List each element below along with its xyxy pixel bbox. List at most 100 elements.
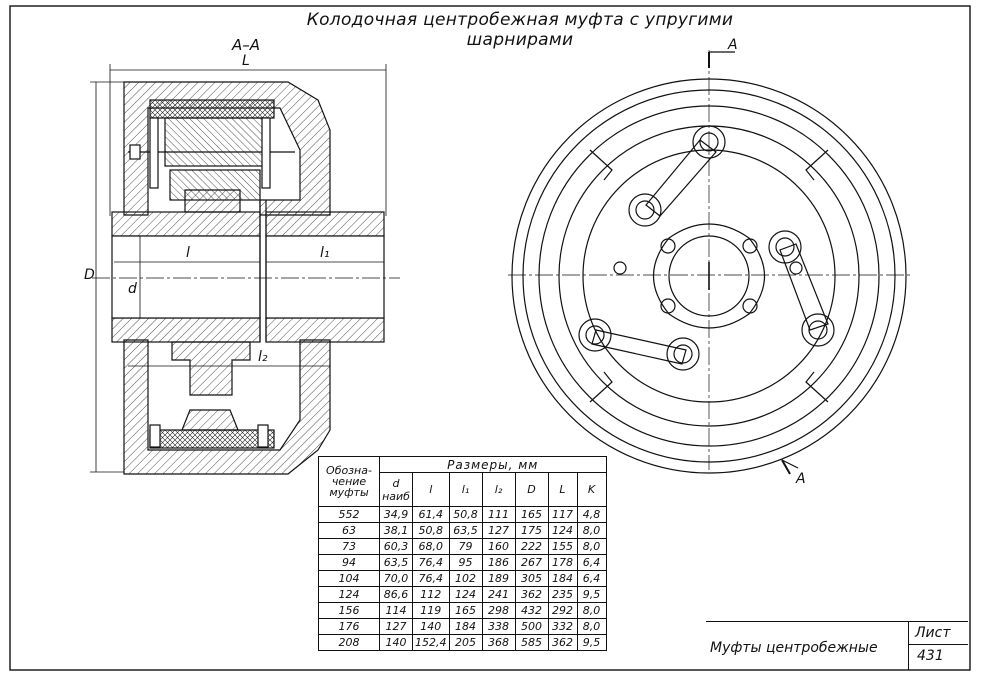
table-cell: 76,4 xyxy=(412,570,450,587)
table-cell: 8,0 xyxy=(576,538,607,555)
table-cell: 165 xyxy=(514,506,549,523)
table-cell: 124 xyxy=(547,522,578,539)
table-cell: 332 xyxy=(547,618,578,635)
column-header-l2: l₂ xyxy=(481,472,516,507)
table-cell: 175 xyxy=(514,522,549,539)
table-cell: 63,5 xyxy=(448,522,483,539)
coupling-designation-cell: 552 xyxy=(318,506,380,523)
table-cell: 34,9 xyxy=(379,506,413,523)
table-cell: 95 xyxy=(448,554,483,571)
cut-mark-bottom-label: А xyxy=(796,471,806,487)
table-cell: 305 xyxy=(514,570,549,587)
table-cell: 298 xyxy=(481,602,516,619)
table-cell: 222 xyxy=(514,538,549,555)
end-view xyxy=(511,78,907,474)
section-label: А–А xyxy=(232,36,261,54)
dimension-label-l1: l₁ xyxy=(320,245,330,261)
table-cell: 160 xyxy=(481,538,516,555)
coupling-designation-cell: 124 xyxy=(318,586,380,603)
table-header-name: Обозна- чение муфты xyxy=(318,456,380,507)
table-cell: 165 xyxy=(448,602,483,619)
table-cell: 117 xyxy=(547,506,578,523)
table-cell: 127 xyxy=(379,618,413,635)
table-cell: 362 xyxy=(514,586,549,603)
table-cell: 76,4 xyxy=(412,554,450,571)
title-line-2: шарнирами xyxy=(466,30,574,50)
table-cell: 112 xyxy=(412,586,450,603)
table-cell: 155 xyxy=(547,538,578,555)
table-cell: 184 xyxy=(448,618,483,635)
table-cell: 500 xyxy=(514,618,549,635)
dimension-lines xyxy=(90,64,387,473)
table-cell: 114 xyxy=(379,602,413,619)
table-cell: 432 xyxy=(514,602,549,619)
coupling-designation-cell: 156 xyxy=(318,602,380,619)
table-cell: 124 xyxy=(448,586,483,603)
dimension-label-l2: l₂ xyxy=(258,349,268,365)
coupling-designation-cell: 73 xyxy=(318,538,380,555)
title-block-name-cell: Муфты центробежные xyxy=(706,621,909,670)
table-cell: 9,5 xyxy=(576,586,607,603)
sheet-label: Лист xyxy=(915,625,951,641)
coupling-designation-cell: 94 xyxy=(318,554,380,571)
sheet-frame xyxy=(9,5,971,671)
table-cell: 6,4 xyxy=(576,570,607,587)
table-cell: 8,0 xyxy=(576,618,607,635)
table-cell: 9,5 xyxy=(576,634,607,651)
cut-plane-marks xyxy=(708,51,799,475)
table-cell: 6,4 xyxy=(576,554,607,571)
table-cell: 102 xyxy=(448,570,483,587)
table-cell: 4,8 xyxy=(576,506,607,523)
column-header-d: d наиб xyxy=(379,472,413,507)
table-cell: 79 xyxy=(448,538,483,555)
table-cell: 368 xyxy=(481,634,516,651)
coupling-designation-cell: 63 xyxy=(318,522,380,539)
table-cell: 63,5 xyxy=(379,554,413,571)
title-block-name: Муфты центробежные xyxy=(710,640,878,656)
dimensions-table: Обозна- чение муфты Размеры, мм d наиб l… xyxy=(318,456,607,651)
table-cell: 50,8 xyxy=(412,522,450,539)
table-cell: 338 xyxy=(481,618,516,635)
title-line-1: Колодочная центробежная муфта с упругими xyxy=(306,10,734,30)
table-cell: 8,0 xyxy=(576,522,607,539)
table-header-group: Размеры, мм xyxy=(379,456,607,473)
table-cell: 70,0 xyxy=(379,570,413,587)
table-cell: 86,6 xyxy=(379,586,413,603)
table-cell: 111 xyxy=(481,506,516,523)
table-cell: 585 xyxy=(514,634,549,651)
table-cell: 362 xyxy=(547,634,578,651)
column-header-D: D xyxy=(514,472,549,507)
table-cell: 38,1 xyxy=(379,522,413,539)
table-cell: 8,0 xyxy=(576,602,607,619)
table-cell: 152,4 xyxy=(412,634,450,651)
sheet-number: 431 xyxy=(917,648,944,664)
table-cell: 292 xyxy=(547,602,578,619)
section-view xyxy=(111,81,385,475)
column-header-l1: l₁ xyxy=(448,472,483,507)
table-cell: 140 xyxy=(379,634,413,651)
cut-mark-top-label: А xyxy=(728,37,738,53)
column-header-K: K xyxy=(576,472,607,507)
table-cell: 205 xyxy=(448,634,483,651)
table-cell: 140 xyxy=(412,618,450,635)
table-cell: 267 xyxy=(514,554,549,571)
dimension-label-l: l xyxy=(186,245,190,261)
dimension-label-L: L xyxy=(242,53,250,69)
coupling-designation-cell: 176 xyxy=(318,618,380,635)
coupling-designation-cell: 208 xyxy=(318,634,380,651)
table-cell: 127 xyxy=(481,522,516,539)
table-cell: 119 xyxy=(412,602,450,619)
table-cell: 241 xyxy=(481,586,516,603)
title-block-sheet-cell: Лист 431 xyxy=(909,621,968,670)
coupling-designation-cell: 104 xyxy=(318,570,380,587)
